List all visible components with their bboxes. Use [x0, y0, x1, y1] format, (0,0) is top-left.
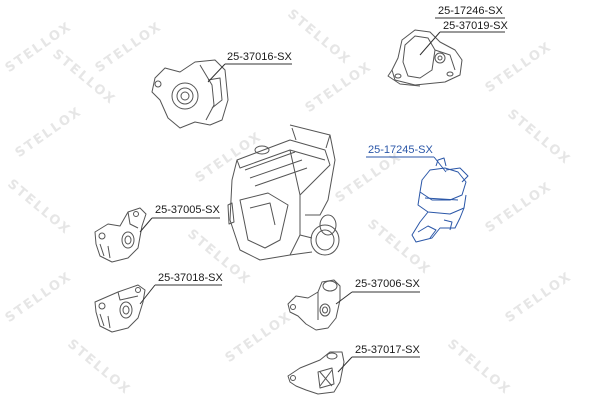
- mount-part-6-icon: [287, 279, 341, 331]
- mount-part-1-icon: [387, 29, 463, 87]
- part-label[interactable]: 25-37019-SX: [443, 20, 508, 32]
- part-label[interactable]: 25-37016-SX: [227, 51, 292, 63]
- mount-part-3-highlighted-icon: [411, 157, 469, 243]
- part-label[interactable]: 25-37017-SX: [355, 344, 420, 356]
- mount-part-2-icon: [151, 59, 229, 129]
- leader-lines: [139, 17, 505, 373]
- engine-block-icon: [227, 124, 340, 261]
- mount-part-7-icon: [287, 351, 345, 395]
- part-label[interactable]: 25-37018-SX: [158, 272, 223, 284]
- mount-part-5-icon: [94, 284, 146, 333]
- mount-part-4-icon: [94, 207, 147, 263]
- part-label[interactable]: 25-37005-SX: [155, 204, 220, 216]
- part-label-highlighted[interactable]: 25-17245-SX: [368, 144, 433, 156]
- part-label[interactable]: 25-37006-SX: [355, 278, 420, 290]
- part-label[interactable]: 25-17246-SX: [438, 5, 503, 17]
